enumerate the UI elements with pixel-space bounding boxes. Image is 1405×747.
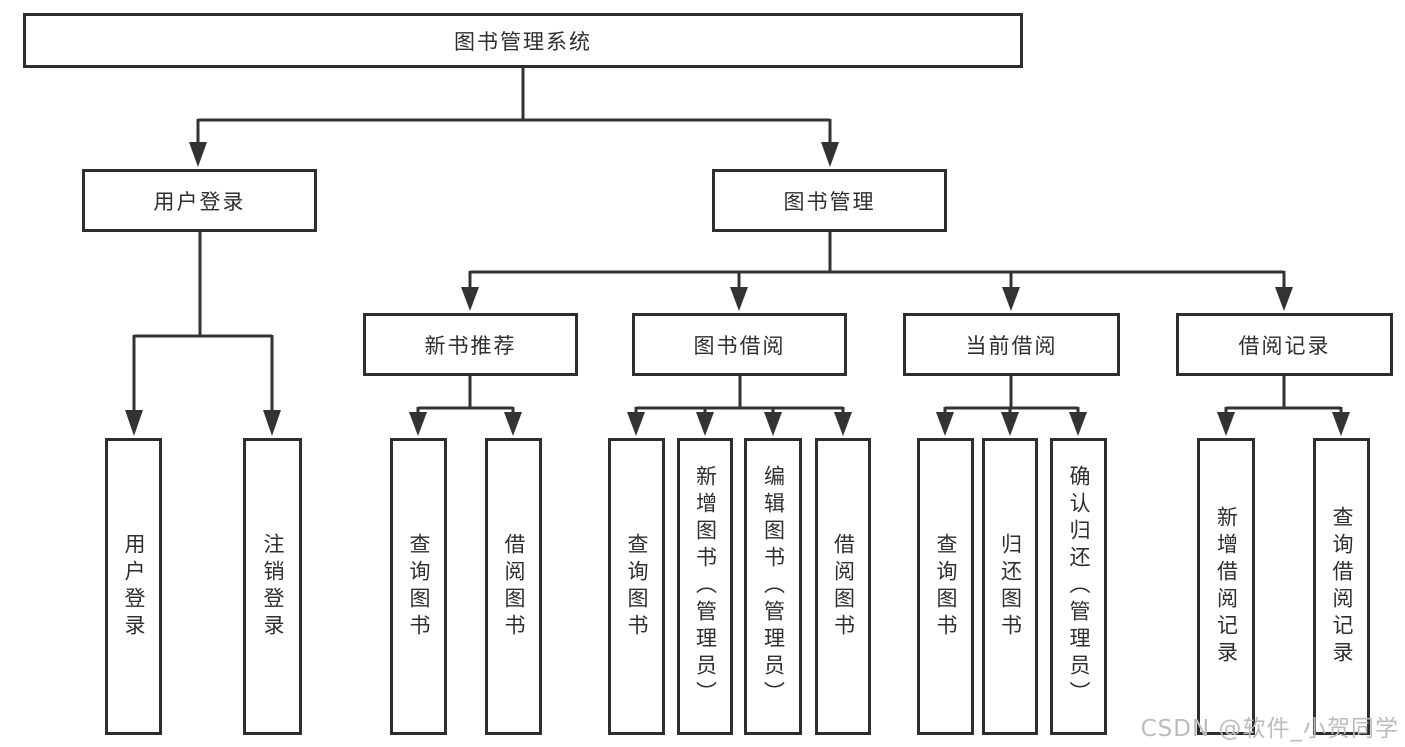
leaf-confirm-return-admin: 确认归还（管理员）	[1050, 438, 1107, 735]
leaf-borrow-books: 借阅图书	[815, 438, 871, 735]
node-book-borrow: 图书借阅	[632, 313, 847, 376]
leaf-borrow-books-recommend: 借阅图书	[485, 438, 542, 735]
leaf-query-books-current: 查询图书	[917, 438, 974, 735]
leaf-add-borrow-record: 新增借阅记录	[1197, 438, 1255, 735]
leaf-user-login: 用户登录	[105, 438, 162, 735]
leaf-return-books: 归还图书	[982, 438, 1038, 735]
node-borrow-records: 借阅记录	[1176, 313, 1393, 376]
arrowheads	[125, 142, 1350, 436]
node-library-system: 图书管理系统	[23, 13, 1023, 68]
leaf-edit-books-admin: 编辑图书（管理员）	[744, 438, 802, 735]
csdn-watermark: CSDN @软件_小贺同学	[1140, 716, 1399, 742]
leaf-query-books-borrow: 查询图书	[608, 438, 665, 735]
leaf-add-books-admin: 新增图书（管理员）	[677, 438, 733, 735]
leaf-logout: 注销登录	[243, 438, 302, 735]
leaf-query-books-recommend: 查询图书	[390, 438, 447, 735]
leaf-query-borrow-record: 查询借阅记录	[1313, 438, 1370, 735]
node-book-management: 图书管理	[712, 169, 947, 232]
node-new-book-recommend: 新书推荐	[363, 313, 578, 376]
node-user-login-group: 用户登录	[82, 169, 317, 232]
node-current-borrow: 当前借阅	[903, 313, 1120, 376]
